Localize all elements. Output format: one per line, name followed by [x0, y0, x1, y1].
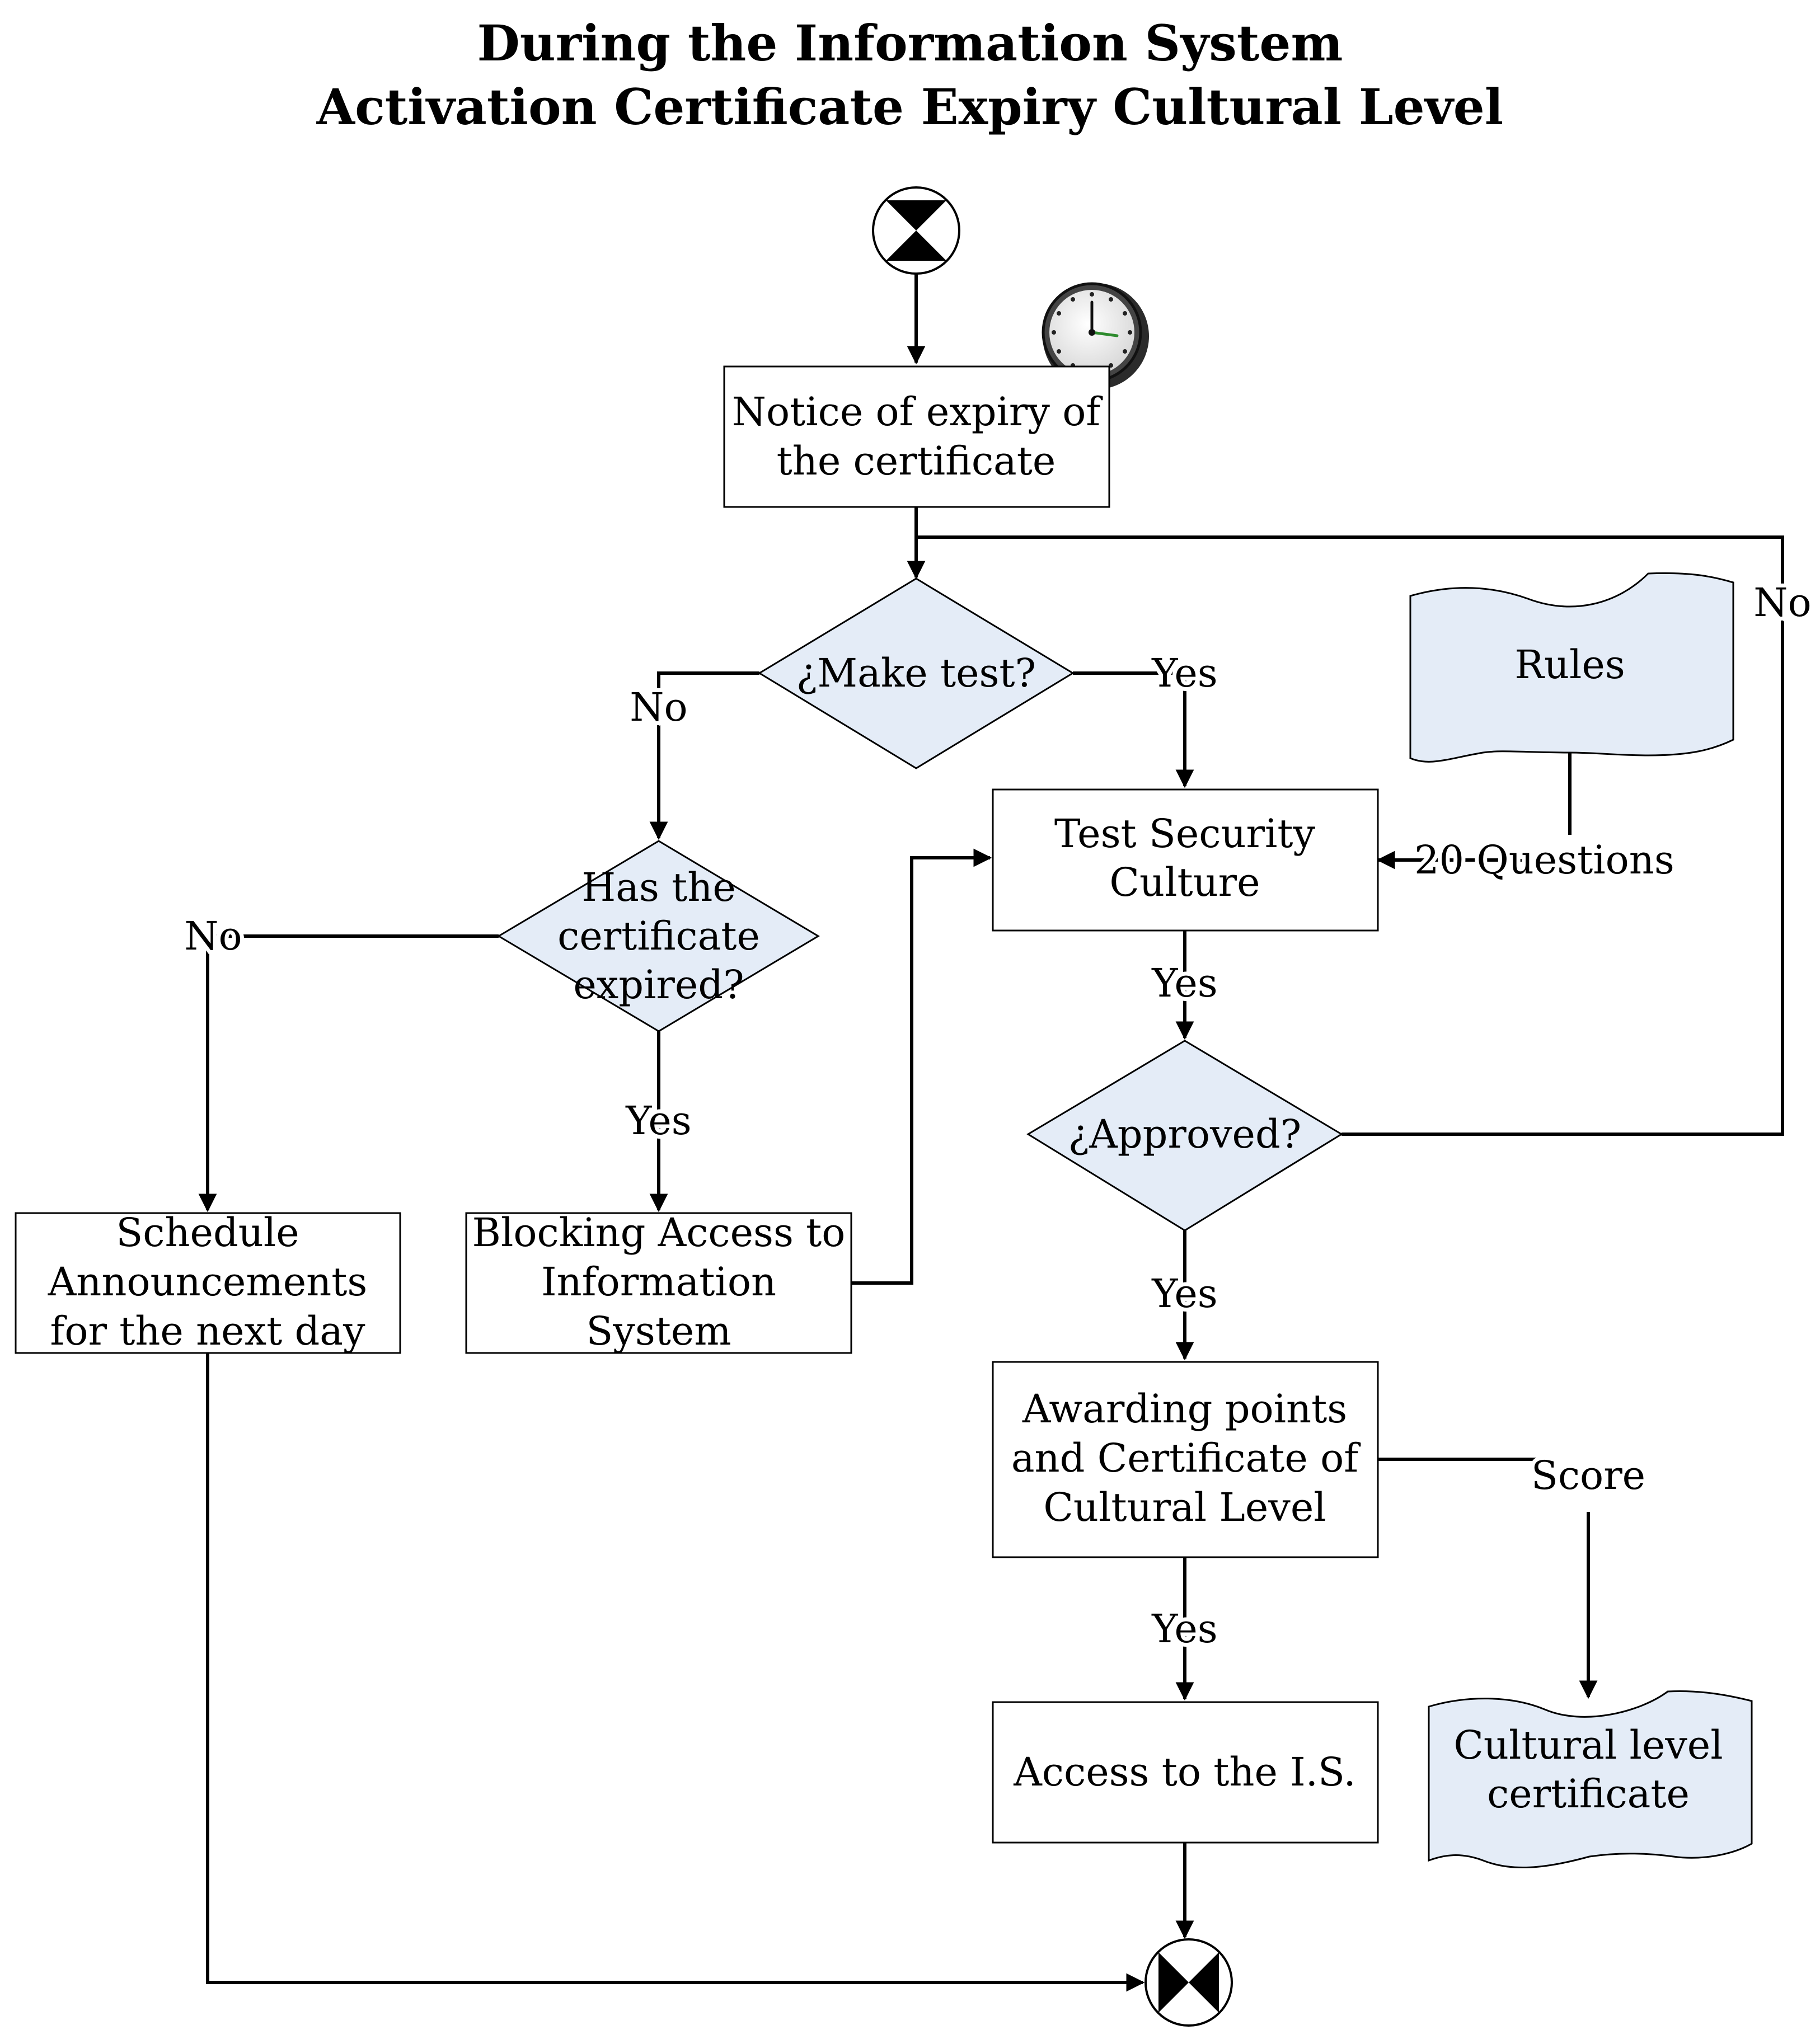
edge-blocking-to-test [851, 848, 992, 1285]
notice-text-line-2: the certificate [777, 438, 1056, 484]
blocking-text-line-3: System [586, 1308, 731, 1354]
awarding-points-box [992, 1361, 1379, 1558]
rules-text: Rules [1514, 642, 1625, 688]
edge-label-expired-no: No [184, 913, 242, 959]
make-test-text: ¿Make test? [796, 650, 1036, 696]
edge-make-test-no [649, 671, 759, 840]
rules-document-icon [1409, 572, 1734, 763]
diagram-title-line-2: Activation Certificate Expiry Cultural L… [316, 78, 1503, 136]
edge-label-approved-no: No [1753, 580, 1811, 626]
certificate-doc-text-line-1: Cultural level [1453, 1722, 1723, 1768]
start-event-icon [872, 186, 960, 275]
test-security-culture-box [992, 788, 1379, 932]
test-security-text-line-1: Test Security [1054, 811, 1316, 857]
make-test-decision [758, 577, 1075, 769]
blocking-text-line-1: Blocking Access to [472, 1210, 846, 1256]
edge-label-expired-yes: Yes [625, 1098, 691, 1144]
edge-label-test-yes: Yes [1151, 960, 1217, 1006]
approved-text: ¿Approved? [1068, 1111, 1302, 1157]
access-to-is-box [992, 1701, 1379, 1844]
edge-schedule-to-end [206, 1353, 1145, 1992]
connectors [198, 274, 1784, 1992]
edge-label-awarding-yes: Yes [1151, 1606, 1217, 1652]
awarding-text-line-1: Awarding points [1022, 1386, 1347, 1432]
schedule-text-line-1: Schedule [116, 1210, 299, 1256]
edge-label-make-test-yes: Yes [1151, 650, 1217, 696]
has-expired-text-line-2: certificate [557, 913, 760, 959]
schedule-text-line-2: Announcements [48, 1259, 368, 1305]
blocking-access-box [465, 1212, 852, 1354]
awarding-text-line-2: and Certificate of [1011, 1435, 1361, 1481]
edge-expired-no [198, 934, 499, 1213]
schedule-announcements-box [15, 1212, 401, 1354]
has-certificate-expired-decision [497, 840, 820, 1032]
access-text: Access to the I.S. [1013, 1749, 1356, 1795]
clock-timer-icon [1042, 282, 1149, 389]
awarding-text-line-3: Cultural Level [1043, 1484, 1326, 1530]
cultural-level-certificate-document-icon [1428, 1690, 1753, 1869]
end-event-icon [1144, 1938, 1233, 2027]
notice-of-expiry-box [723, 365, 1110, 508]
blocking-text-line-2: Information [541, 1259, 776, 1305]
schedule-text-line-3: for the next day [50, 1308, 365, 1354]
certificate-doc-text-line-2: certificate [1487, 1771, 1690, 1817]
has-expired-text-line-3: expired? [573, 962, 744, 1008]
notice-text-line-1: Notice of expiry of [732, 389, 1104, 435]
edge-label-make-test-no: No [630, 684, 687, 730]
edge-approved-no-loop [916, 535, 1784, 1136]
edge-label-approved-yes: Yes [1151, 1271, 1217, 1317]
has-expired-text-line-1: Has the [581, 864, 736, 910]
test-security-text-line-2: Culture [1109, 859, 1260, 905]
edge-label-score: Score [1531, 1453, 1645, 1498]
edge-label-20-questions: 20 Questions [1414, 837, 1674, 883]
diagram-title-line-1: During the Information System [477, 14, 1343, 72]
edge-make-test-yes [1073, 671, 1194, 788]
approved-decision [1026, 1040, 1343, 1232]
